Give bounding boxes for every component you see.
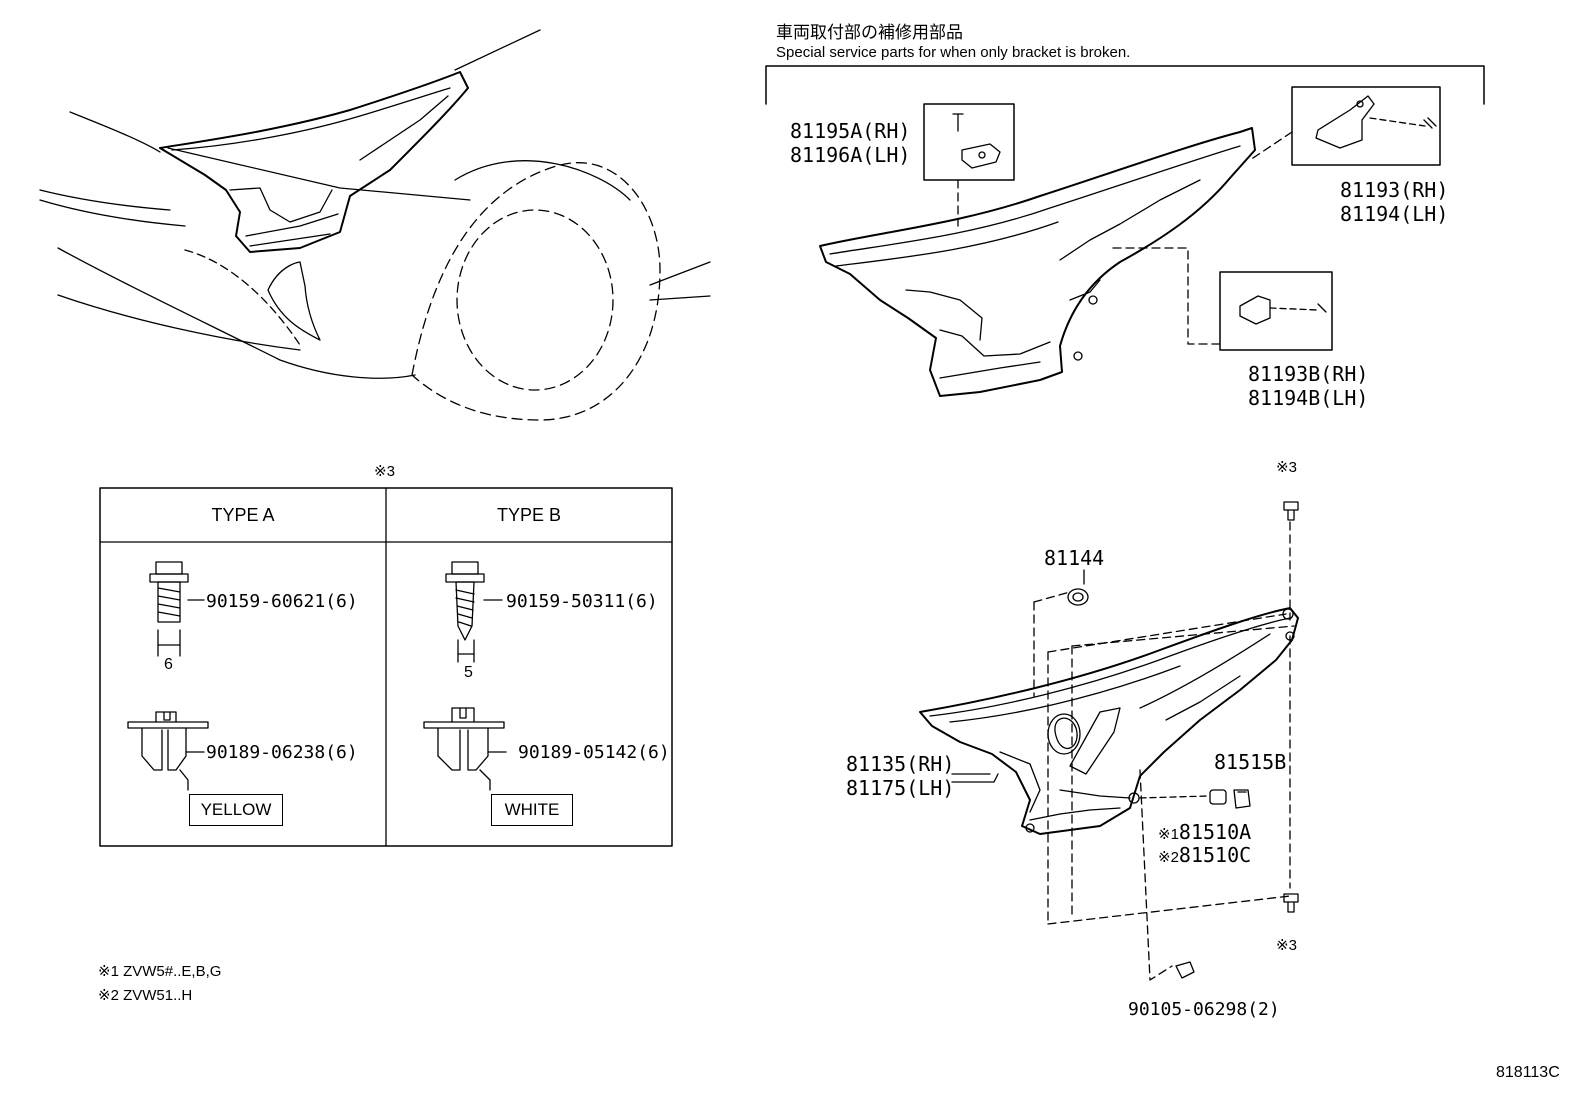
type-b-header: TYPE B: [496, 505, 562, 525]
type-b-clip-part: 90189-05142(6): [518, 742, 670, 763]
vehicle-rear-illustration: [39, 29, 711, 421]
footnote-2: ※2 ZVW51..H: [98, 987, 193, 1004]
special-service-frame: [765, 65, 1485, 105]
label-81196a: 81196A(LH): [790, 143, 911, 167]
footnote-1: ※1 ZVW5#..E,B,G: [98, 963, 222, 980]
label-81510c: 81510C: [1178, 843, 1252, 867]
type-b-color-tag: WHITE: [491, 794, 573, 826]
type-a-color-tag: YELLOW: [189, 794, 283, 826]
lower-lamp-assembly: [919, 521, 1299, 981]
label-81193: 81193(RH): [1340, 178, 1449, 202]
label-81510a-row: ※181510A: [1158, 820, 1251, 844]
label-81194b: 81194B(LH): [1248, 386, 1369, 410]
label-81193b: 81193B(RH): [1248, 362, 1369, 386]
label-81135: 81135(RH): [846, 752, 955, 776]
label-81175: 81175(LH): [846, 776, 955, 800]
label-81515b: 81515B: [1214, 750, 1287, 774]
socket-81515b: [1233, 789, 1251, 809]
bulb-81510: [1209, 789, 1227, 805]
type-b-bolt-part: 90159-50311(6): [506, 591, 658, 612]
label-81510c-row: ※281510C: [1158, 843, 1251, 867]
bracket-81193-box: [1249, 86, 1441, 166]
type-b-bolt: [445, 561, 503, 663]
note-mark-2: ※2: [1158, 849, 1179, 866]
upper-lamp-housing: [819, 127, 1256, 397]
label-81195a: 81195A(RH): [790, 119, 911, 143]
mark3-top: ※3: [1276, 459, 1297, 476]
screw-bottom: [1283, 893, 1299, 913]
label-81144: 81144: [1044, 546, 1105, 570]
label-81194: 81194(LH): [1340, 202, 1449, 226]
bracket-81195a-box: [923, 103, 1015, 227]
type-a-bolt: [149, 561, 205, 657]
fastener-table: [99, 487, 673, 847]
table-mark: ※3: [374, 463, 395, 480]
label-81510a: 81510A: [1178, 820, 1252, 844]
note-mark-1: ※1: [1158, 826, 1179, 843]
label-90105: 90105-06298(2): [1128, 999, 1280, 1020]
type-a-clip: [127, 711, 209, 791]
mark3-bottom: ※3: [1276, 937, 1297, 954]
screw-90105: [1175, 961, 1195, 979]
type-a-bolt-part: 90159-60621(6): [206, 591, 358, 612]
type-b-bolt-dim: 5: [464, 664, 473, 681]
screw-top: [1283, 501, 1299, 521]
type-a-header: TYPE A: [211, 505, 275, 525]
type-a-bolt-dim: 6: [164, 656, 173, 673]
bracket-81193b-box: [1109, 247, 1333, 351]
type-b-clip: [423, 707, 507, 791]
cap-81144: [1067, 588, 1089, 606]
type-a-clip-part: 90189-06238(6): [206, 742, 358, 763]
figure-id: 818113C: [1496, 1064, 1560, 1081]
special-service-title-en: Special service parts for when only brac…: [776, 44, 1131, 61]
special-service-title-jp: 車両取付部の補修用部品: [776, 23, 963, 43]
